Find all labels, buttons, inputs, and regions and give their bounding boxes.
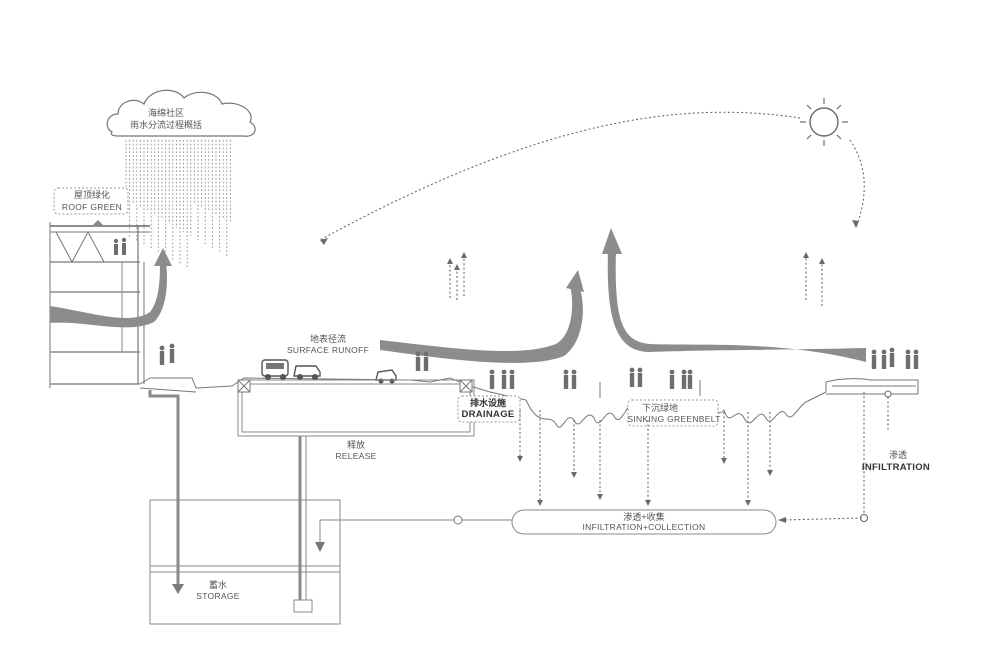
flow-arrow-runoff (380, 270, 584, 363)
person-icon (871, 349, 877, 369)
sun-icon (800, 98, 848, 146)
flow-arrow-building (50, 248, 172, 328)
infiltration-en: INFILTRATION (862, 462, 930, 473)
infiltration-arrow (571, 420, 577, 478)
collection-to-storage-link (315, 515, 512, 552)
surface-runoff-cn: 地表径流 (310, 333, 346, 344)
sinking-greenbelt-cn: 下沉绿地 (642, 402, 678, 413)
person-icon (629, 367, 635, 387)
car-small-icon (375, 369, 397, 384)
drainage-en: DRAINAGE (461, 409, 514, 420)
infiltration-arrow (767, 412, 773, 476)
person-icon (889, 347, 895, 367)
infiltration-arrow (645, 420, 651, 506)
release-en: RELEASE (335, 451, 376, 461)
people-ground (159, 343, 919, 389)
infiltration-collection-box (511, 509, 777, 535)
person-icon (423, 351, 429, 371)
evaporation-arcs (319, 111, 865, 245)
release-tank (237, 379, 475, 437)
person-icon (913, 349, 919, 369)
infiltration-right-path (778, 390, 892, 523)
infiltration-collection-en: INFILTRATION+COLLECTION (582, 522, 705, 532)
flow-arrow-central (602, 228, 866, 362)
infiltration-arrow (517, 410, 523, 462)
storage-cn: 蓄水 (209, 579, 227, 590)
person-icon (501, 369, 507, 389)
infiltration-collection-cn: 渗透+收集 (623, 511, 664, 522)
person-icon (509, 369, 515, 389)
vapor-arrows (447, 252, 825, 306)
ground-line (139, 377, 919, 428)
sinking-greenbelt-label-box (627, 399, 719, 427)
person-icon (881, 349, 887, 369)
infiltration-arrow (537, 410, 543, 506)
person-icon (669, 369, 675, 389)
infiltration-arrow (745, 412, 751, 506)
building (49, 220, 150, 388)
infiltration-arrow (721, 412, 727, 464)
pipes (148, 390, 313, 613)
roof-green-label-box (53, 187, 129, 215)
person-icon (637, 367, 643, 387)
roof-green-cn: 屋顶绿化 (74, 189, 110, 200)
person-icon (571, 369, 577, 389)
person-icon (563, 369, 569, 389)
person-icon (681, 369, 687, 389)
person-icon (489, 369, 495, 389)
infiltration-arrows (517, 410, 773, 506)
person-icon (687, 369, 693, 389)
infiltration-arrow (597, 420, 603, 500)
storage-tank (149, 499, 341, 625)
cloud-title-line2: 雨水分流过程概括 (130, 119, 202, 130)
release-cn: 释放 (347, 439, 365, 450)
greenbelt-trees (599, 380, 701, 398)
person-icon (415, 351, 421, 371)
infiltration-cn: 渗透 (889, 449, 907, 460)
cloud-icon (106, 89, 256, 137)
car-sedan-icon (293, 365, 321, 380)
cloud-title-line1: 海绵社区 (148, 107, 184, 118)
car-jeep-icon (261, 359, 289, 380)
person-icon (159, 345, 165, 365)
drainage-label-box (457, 395, 521, 423)
surface-runoff-en: SURFACE RUNOFF (287, 345, 369, 355)
person-icon (905, 349, 911, 369)
people-roof (113, 237, 127, 255)
storage-en: STORAGE (196, 591, 240, 601)
sinking-greenbelt-en: SINKING GREENBELT (627, 414, 720, 424)
roof-green-en: ROOF GREEN (62, 202, 122, 212)
person-icon (169, 343, 175, 363)
rain-drops (125, 140, 231, 269)
drainage-cn: 排水设施 (470, 397, 506, 408)
